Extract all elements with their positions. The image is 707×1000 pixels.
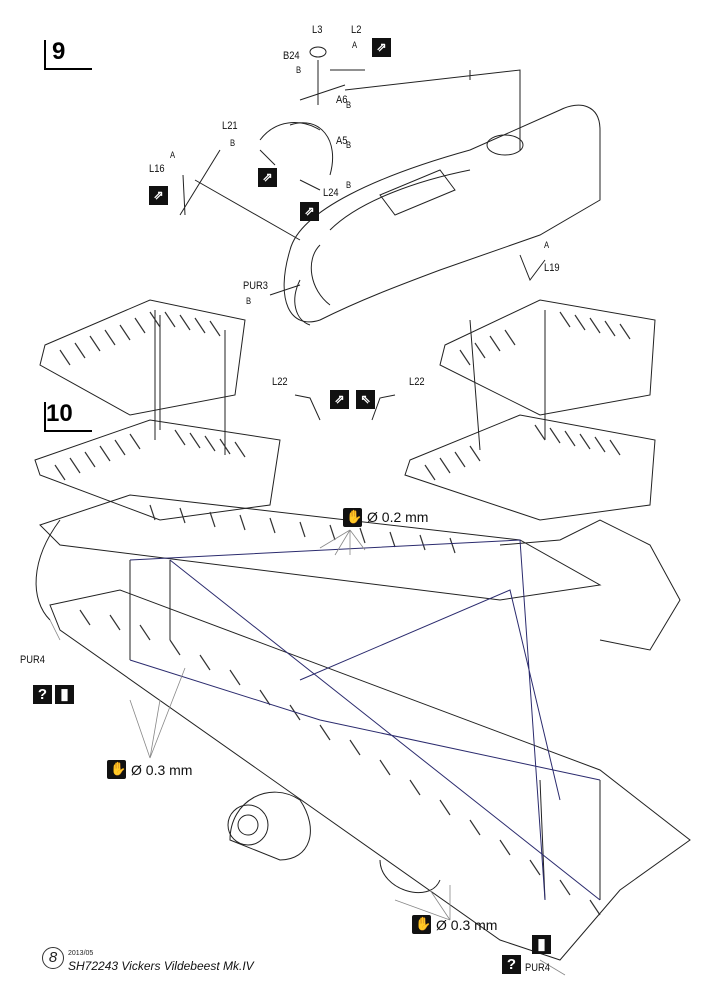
part-label-B24: B24 [283, 50, 300, 62]
rigging-callout-top: Ø 0.2 mm [367, 509, 429, 525]
question-icon: ? [33, 685, 52, 704]
question-icon: ? [502, 955, 521, 974]
glue-drop-icon: B [346, 180, 352, 190]
fold-arrow-icon: ⇗ [258, 168, 277, 187]
rigging-callout-bottom: Ø 0.3 mm [436, 917, 498, 933]
glue-drop-icon: B [230, 138, 236, 148]
part-label-A6: A6 [336, 94, 348, 106]
glue-drop-icon: A [544, 240, 550, 250]
paint-icon: ▮ [55, 685, 74, 704]
rigging-callout-left: Ø 0.3 mm [131, 762, 193, 778]
hand-icon [107, 760, 126, 779]
part-label-L21: L21 [222, 120, 238, 132]
part-label-PUR4-left: PUR4 [20, 654, 45, 666]
fold-arrow-icon: ⇗ [372, 38, 391, 57]
part-label-L22-right: L22 [409, 376, 425, 388]
fold-arrow-icon: ⇗ [300, 202, 319, 221]
step-9-number: 9 [52, 38, 66, 65]
fold-arrow-icon: ⇗ [330, 390, 349, 409]
glue-drop-icon: B [346, 100, 352, 110]
part-label-L19: L19 [544, 262, 560, 274]
fold-arrow-icon: ⇗ [149, 186, 168, 205]
step-10-number: 10 [46, 400, 73, 427]
part-label-PUR4-right: PUR4 [525, 962, 550, 974]
part-label-A5: A5 [336, 135, 348, 147]
part-label-L2: L2 [351, 24, 362, 36]
footer-title: SH72243 Vickers Vildebeest Mk.IV [68, 959, 254, 973]
step-10-frame [44, 402, 92, 432]
glue-drop-icon: A [352, 40, 358, 50]
hand-icon [343, 508, 362, 527]
part-label-L22-left: L22 [272, 376, 288, 388]
glue-drop-icon: B [246, 296, 252, 306]
part-label-L24: L24 [323, 187, 339, 199]
footer-date: 2013/05 [68, 950, 94, 957]
part-label-L3: L3 [312, 24, 323, 36]
part-label-L16: L16 [149, 163, 165, 175]
hand-icon [412, 915, 431, 934]
page-number: 8 [42, 947, 64, 969]
fold-arrow-icon: ⇖ [356, 390, 375, 409]
glue-drop-icon: B [296, 65, 302, 75]
step-9-frame [44, 40, 92, 70]
glue-drop-icon: A [170, 150, 176, 160]
part-label-PUR3: PUR3 [243, 280, 268, 292]
paint-icon: ▮ [532, 935, 551, 954]
glue-drop-icon: B [346, 140, 352, 150]
